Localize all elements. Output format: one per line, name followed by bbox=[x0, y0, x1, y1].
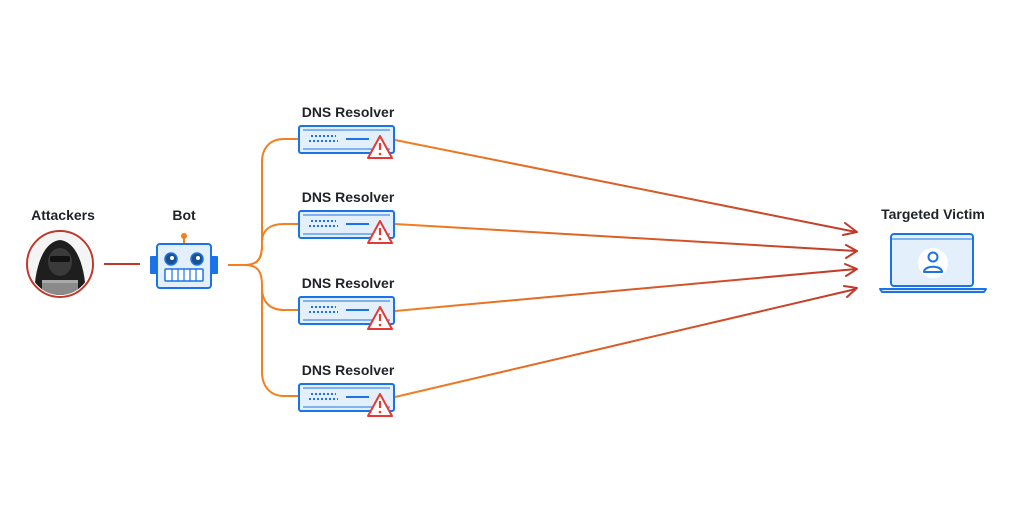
connector-resolver-3 bbox=[244, 264, 298, 311]
arrow-4 bbox=[394, 288, 857, 398]
server-warning-icon bbox=[298, 125, 395, 159]
arrow-2 bbox=[394, 223, 857, 252]
bot-resolver-connectors bbox=[228, 138, 298, 397]
server-warning-icon bbox=[298, 210, 395, 244]
resolver-label-3: DNS Resolver bbox=[302, 275, 395, 291]
attackers-label: Attackers bbox=[31, 207, 95, 223]
server-warning-icon bbox=[298, 296, 395, 330]
connector-resolver-1 bbox=[228, 138, 298, 266]
arrow-1 bbox=[394, 139, 857, 233]
resolver-label-2: DNS Resolver bbox=[302, 189, 395, 205]
connector-resolver-2 bbox=[244, 223, 298, 266]
arrow-3 bbox=[394, 268, 857, 312]
connector-resolver-4 bbox=[261, 285, 298, 397]
victim-label: Targeted Victim bbox=[881, 206, 985, 222]
server-warning-icon bbox=[298, 383, 395, 417]
resolver-label-1: DNS Resolver bbox=[302, 104, 395, 120]
hooded-hacker-icon bbox=[26, 230, 94, 298]
resolver-label-4: DNS Resolver bbox=[302, 362, 395, 378]
bot-label: Bot bbox=[172, 207, 196, 223]
robot-icon bbox=[150, 233, 218, 289]
laptop-user-icon bbox=[879, 233, 987, 293]
arrowheads bbox=[842, 222, 858, 298]
resolver-victim-arrows bbox=[394, 139, 857, 398]
